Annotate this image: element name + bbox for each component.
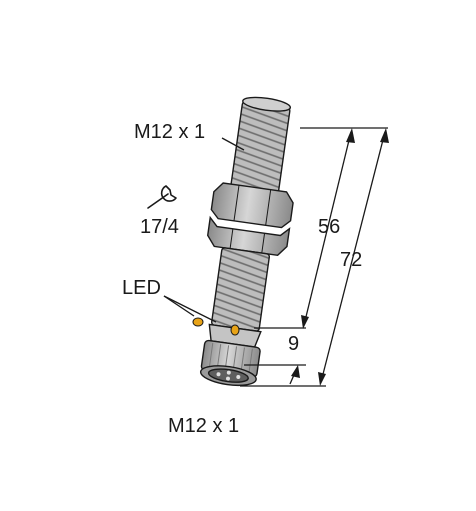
dim-9-label: 9: [288, 333, 299, 355]
dim-72-line: [320, 131, 386, 383]
dim-56-label: 56: [318, 216, 340, 238]
connector-pins: [216, 370, 241, 381]
dimension-arrows: [291, 128, 389, 386]
hex-nut-upper: [210, 182, 294, 229]
hex-nut-lower: [206, 215, 291, 257]
led-label: LED: [122, 277, 161, 299]
led-indicator-right: [230, 324, 240, 336]
dim-72-label: 72: [340, 249, 362, 271]
thread-bottom-label: M12 x 1: [168, 415, 239, 437]
dim-56-line: [303, 131, 352, 326]
leader-lines: [163, 137, 245, 323]
sensor-body: [199, 96, 294, 387]
dimension-lines: [240, 127, 388, 387]
thread-top-label: M12 x 1: [134, 121, 205, 143]
led-indicator-left: [192, 317, 204, 327]
wrench-icon: [147, 185, 177, 209]
wrench-size-label: 17/4: [140, 216, 179, 238]
lower-thread: [211, 247, 271, 332]
top-end-cap: [242, 96, 292, 112]
